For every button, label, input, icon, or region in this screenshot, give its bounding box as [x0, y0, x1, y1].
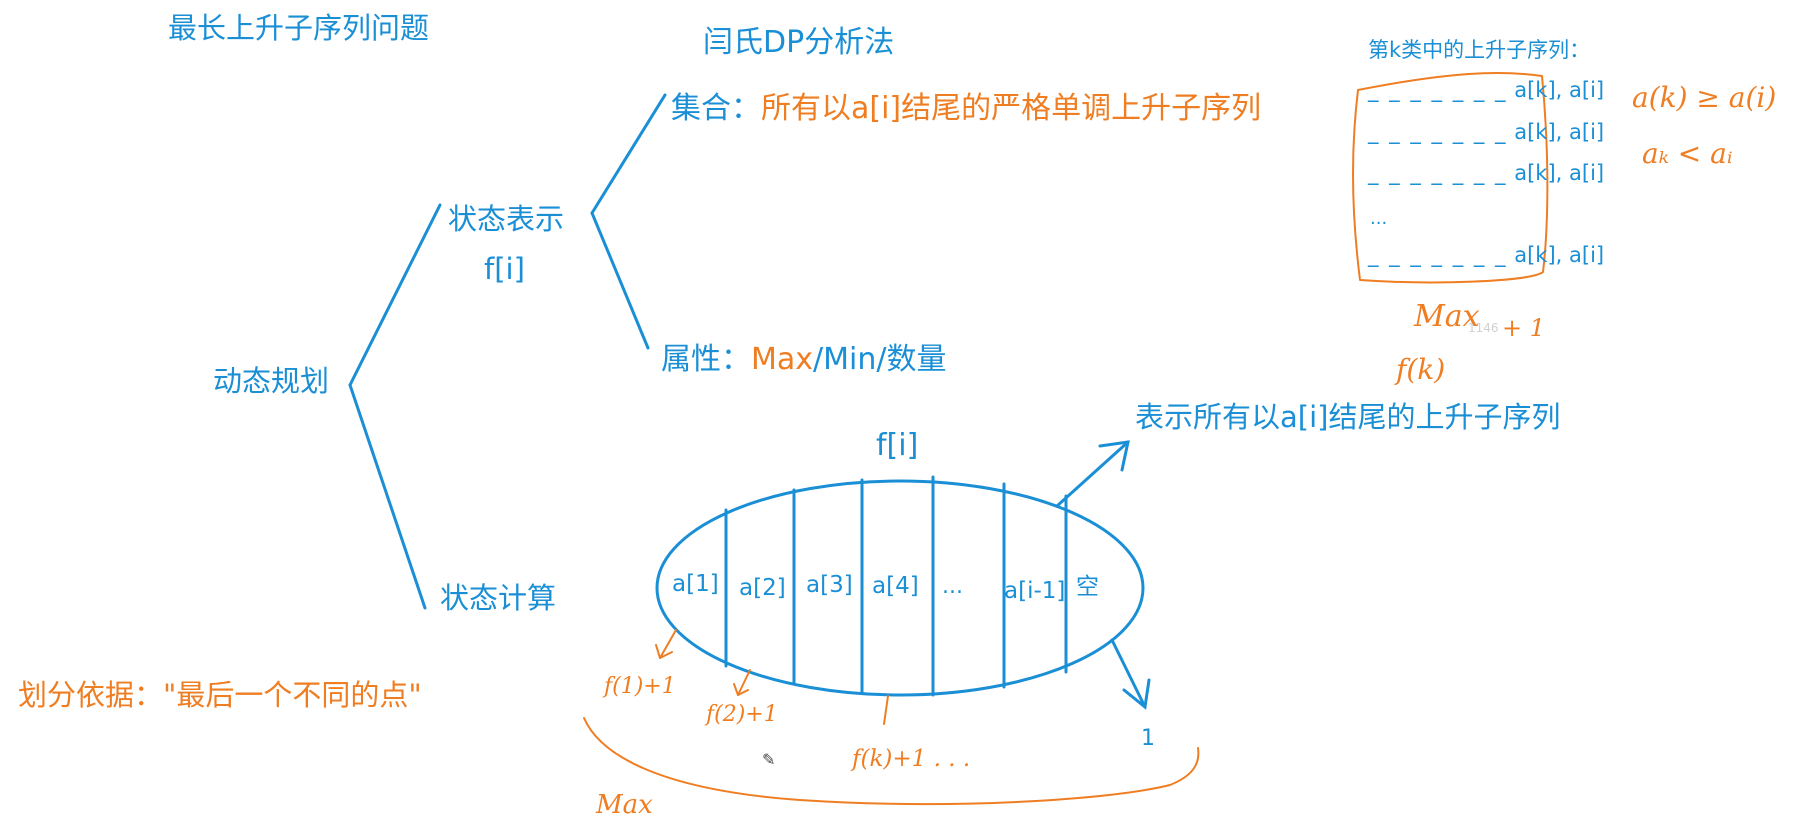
ellipse-cell-4: a[4] [872, 573, 919, 599]
partition-basis: 划分依据："最后一个不同的点" [18, 678, 422, 712]
pencil-icon: ✎ [762, 750, 776, 769]
arrow-f2-head [733, 683, 749, 696]
attribute-rest: /Min/数量 [813, 342, 947, 377]
ellipse-cell-3: a[3] [806, 572, 853, 598]
arrow-to-empty-value-head [1122, 678, 1151, 710]
set-label: 集合： [671, 91, 761, 126]
state-repr-symbol: f[i] [484, 252, 525, 286]
kth-box-title: 第k类中的上升子序列： [1368, 38, 1591, 62]
handwritten-plus-one: + 1 [1502, 314, 1546, 342]
attribute-node: 属性：Max/Min/数量 [661, 345, 946, 375]
arrow-to-description-head [1098, 440, 1130, 472]
kth-row-1: _ _ _ _ _ _ _ a[k], a[i] [1368, 78, 1605, 102]
tick-fk [883, 695, 889, 725]
kth-row-4-dashes: _ _ _ _ _ _ _ [1368, 243, 1508, 267]
kth-row-3: _ _ _ _ _ _ _ a[k], a[i] [1368, 161, 1605, 185]
state-calc-label: 状态计算 [440, 581, 557, 615]
kth-row-3-left: a[k] [1514, 161, 1556, 185]
handwritten-cond-lt: aₖ < aᵢ [1642, 137, 1733, 170]
kth-box-outline [1352, 71, 1549, 284]
kth-row-ellipsis: ... [1370, 208, 1388, 229]
ellipse-cell-ellipsis: ... [942, 574, 963, 599]
arrow-to-description [1055, 440, 1130, 508]
kth-row-2-dashes: _ _ _ _ _ _ _ [1368, 120, 1508, 144]
handwritten-cond-ge: a(k) ≥ a(i) [1632, 81, 1777, 114]
arrow-f1 [659, 629, 677, 659]
max-brace [583, 717, 1200, 806]
kth-row-4-left: a[k] [1514, 243, 1556, 267]
ellipse-cell-empty: 空 [1076, 574, 1099, 600]
kth-row-2-left: a[k] [1514, 120, 1556, 144]
branch-root-to-state-calc [348, 383, 427, 610]
state-repr-label: 状态表示 [448, 202, 565, 236]
root-node: 动态规划 [213, 364, 330, 398]
watermark: 1146 [1468, 321, 1499, 335]
empty-value: 1 [1141, 726, 1155, 751]
handwritten-f1: f(1)+1 [604, 674, 676, 699]
kth-row-2: _ _ _ _ _ _ _ a[k], a[i] [1368, 120, 1605, 144]
page-title: 最长上升子序列问题 [168, 11, 430, 45]
kth-row-1-left: a[k] [1514, 78, 1556, 102]
kth-row-1-dashes: _ _ _ _ _ _ _ [1368, 78, 1508, 102]
handwritten-fk-dots: f(k)+1 . . . [852, 746, 971, 772]
handwritten-f2: f(2)+1 [706, 702, 778, 727]
ellipse-cell-1: a[1] [672, 571, 719, 597]
attribute-label: 属性： [661, 342, 751, 377]
kth-row-4-right: a[i] [1569, 243, 1605, 267]
ellipse-description: 表示所有以a[i]结尾的上升子序列 [1135, 400, 1561, 434]
branch-state-repr-to-attribute [590, 211, 650, 350]
attribute-max: Max [751, 342, 814, 377]
set-node: 集合：所有以a[i]结尾的严格单调上升子序列 [671, 94, 1261, 124]
ellipse-cell-i-minus-1: a[i-1] [1004, 578, 1066, 604]
set-content: 所有以a[i]结尾的严格单调上升子序列 [761, 91, 1262, 126]
branch-root-to-state-repr [348, 203, 442, 387]
state-set-ellipse [655, 479, 1145, 697]
kth-row-3-right: a[i] [1569, 161, 1605, 185]
arrow-f1-head [655, 644, 673, 659]
handwritten-max-bottom: Max [596, 790, 653, 820]
arrow-f2 [737, 669, 751, 696]
handwritten-max-top: Max [1414, 299, 1480, 334]
handwritten-fk: f(k) [1396, 353, 1446, 386]
kth-row-2-right: a[i] [1569, 120, 1605, 144]
kth-row-4: _ _ _ _ _ _ _ a[k], a[i] [1368, 243, 1605, 267]
arrow-to-empty-value [1110, 638, 1147, 709]
kth-row-3-dashes: _ _ _ _ _ _ _ [1368, 161, 1508, 185]
ellipse-cell-2: a[2] [739, 575, 786, 601]
branch-state-repr-to-set [590, 93, 667, 215]
ellipse-title: f[i] [876, 428, 919, 463]
method-title: 闫氏DP分析法 [703, 25, 895, 60]
kth-row-1-right: a[i] [1569, 78, 1605, 102]
